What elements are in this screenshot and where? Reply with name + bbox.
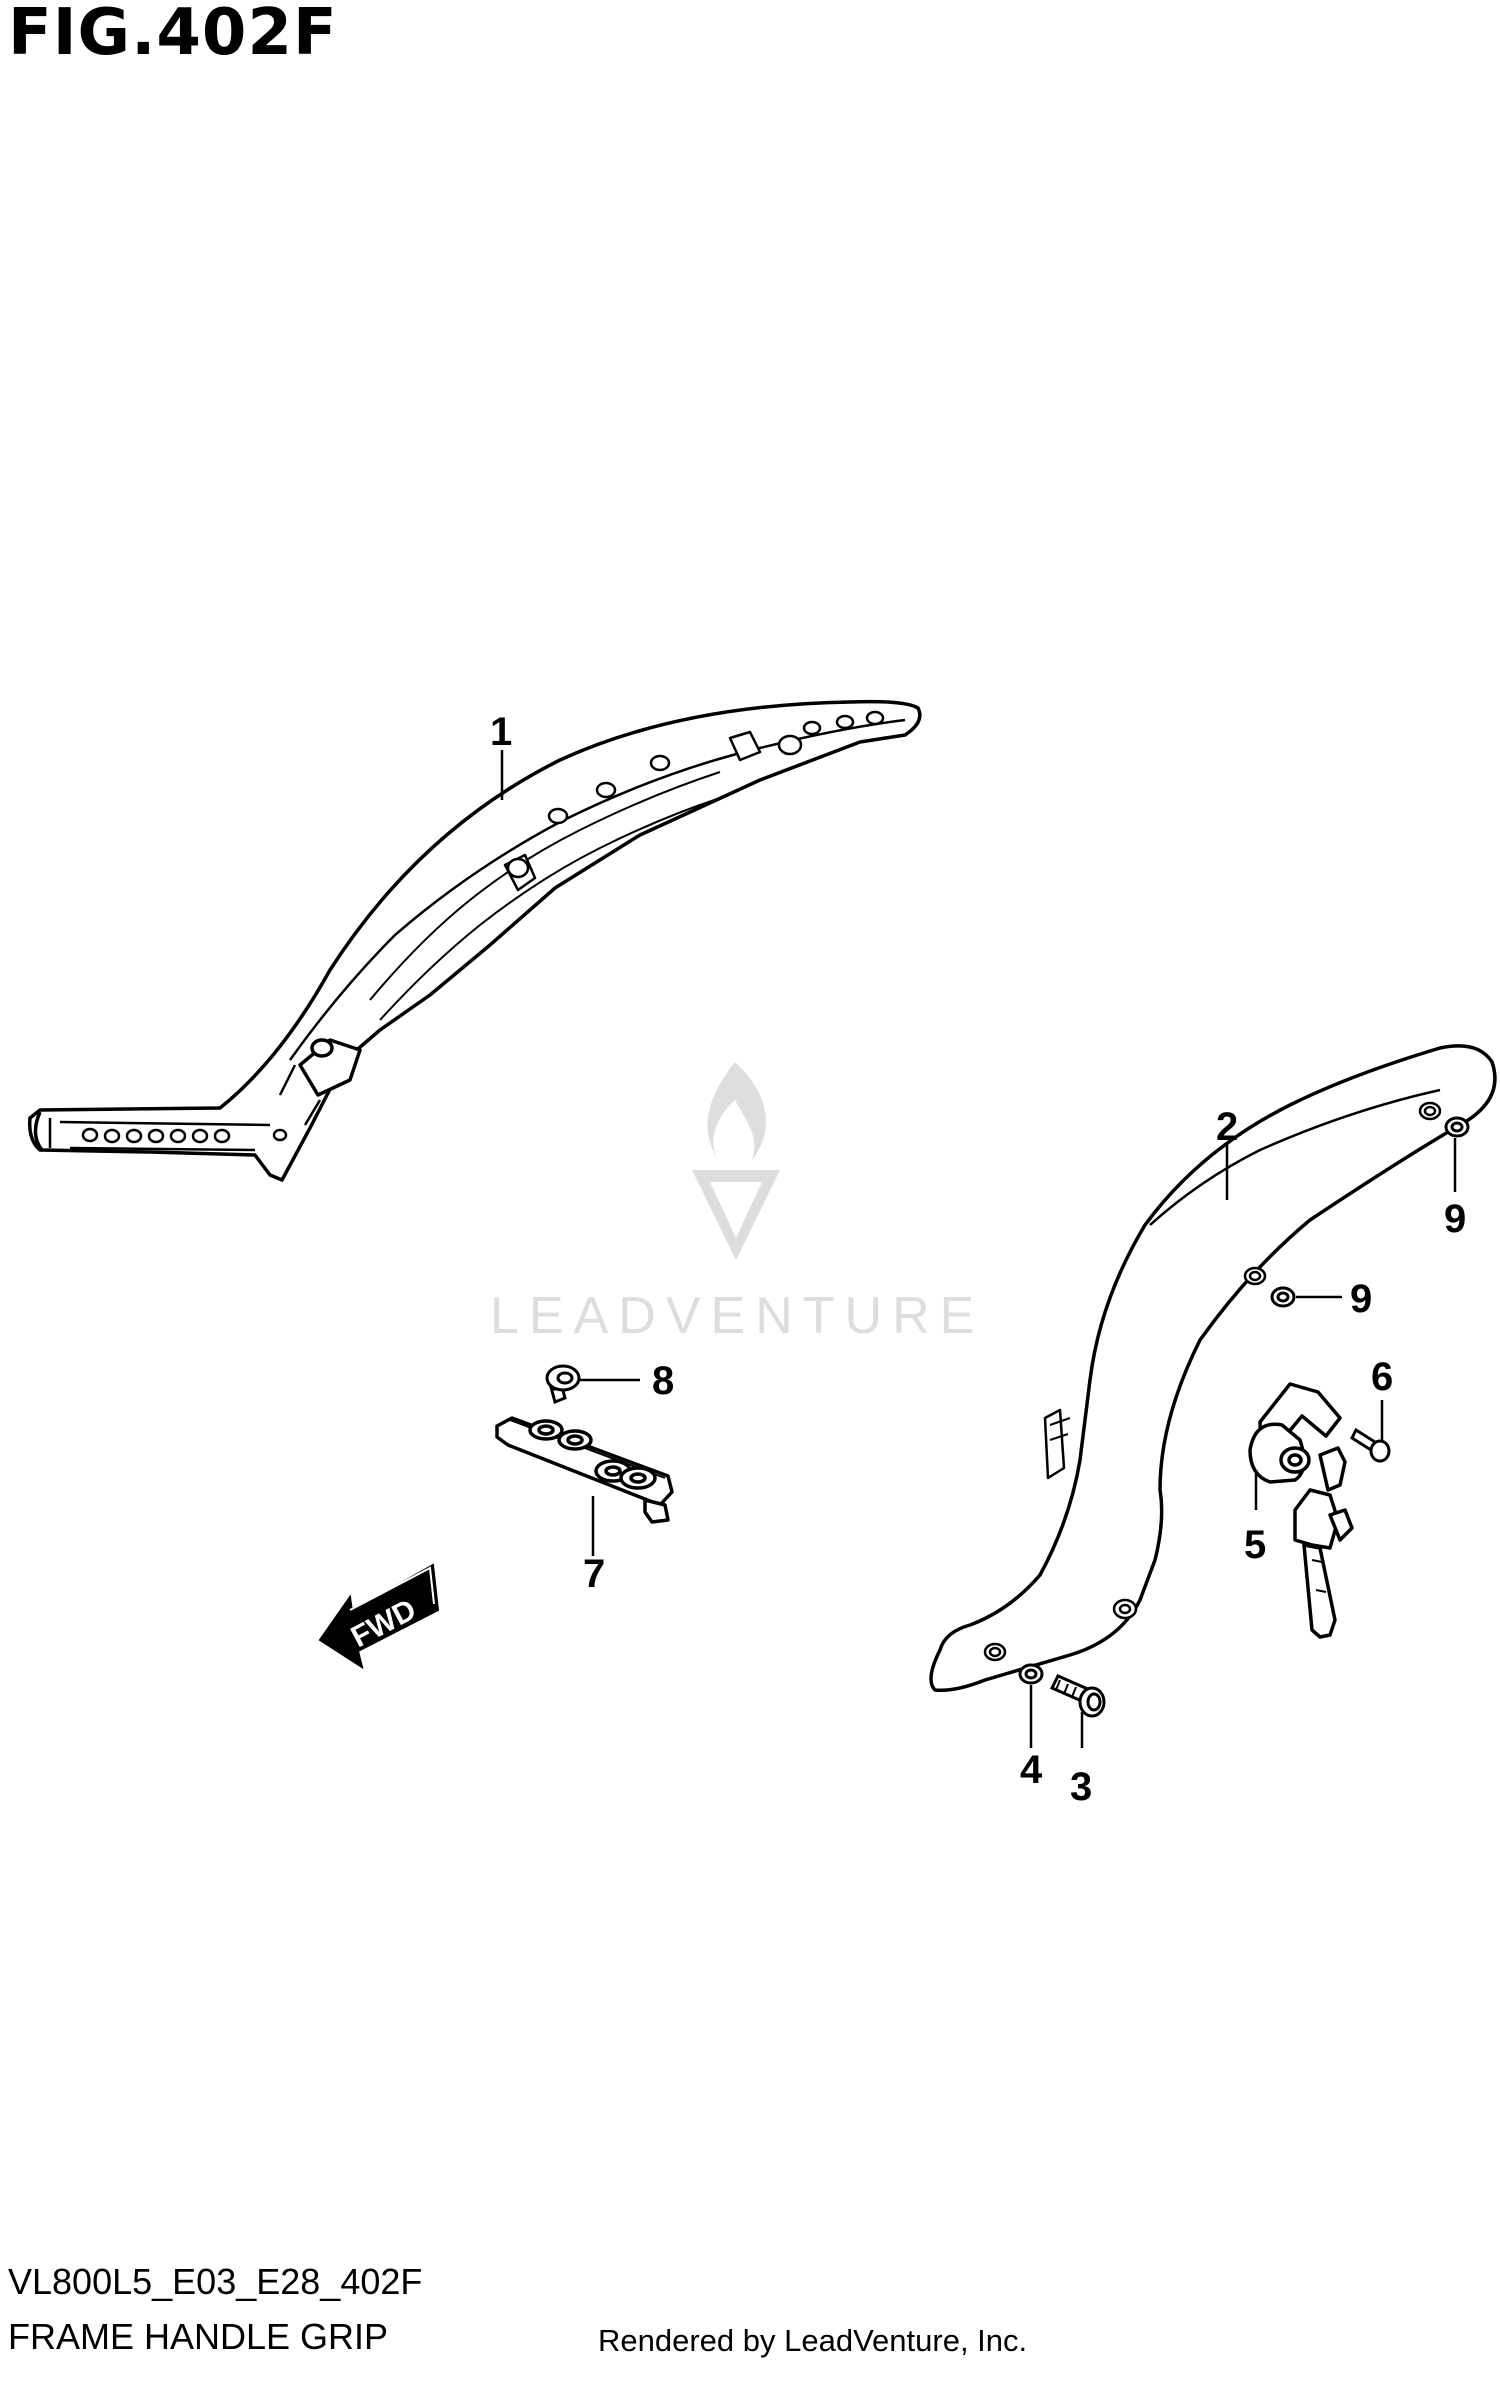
part-3-bolt <box>1049 1674 1106 1718</box>
arrow-left-icon <box>318 1563 440 1670</box>
callout-9-upper: 9 <box>1444 1197 1466 1241</box>
part-8-screw <box>545 1364 581 1405</box>
watermark-flame-icon <box>707 1062 767 1160</box>
part-2-handle-grip <box>929 1044 1497 1693</box>
part-1-handle-grip <box>27 699 922 1182</box>
callout-2: 2 <box>1216 1105 1238 1149</box>
part-9-washers <box>1270 1116 1470 1308</box>
callout-5: 5 <box>1244 1523 1266 1567</box>
watermark-v-icon <box>692 1170 780 1260</box>
callout-4: 4 <box>1020 1748 1043 1792</box>
callouts: 1 2 3 4 5 6 7 8 9 9 <box>490 710 1466 1809</box>
callout-7: 7 <box>583 1552 605 1596</box>
figure-title: FIG.402F <box>8 0 338 70</box>
leadventure-watermark: LEADVENTURE <box>490 1062 984 1345</box>
part-7-holder-plate <box>495 1416 674 1524</box>
callout-9-lower: 9 <box>1350 1277 1372 1321</box>
part-6-screw <box>1350 1427 1391 1463</box>
callout-6: 6 <box>1371 1355 1393 1399</box>
diagram-name: FRAME HANDLE GRIP <box>8 2316 389 2357</box>
watermark-text: LEADVENTURE <box>490 1287 984 1345</box>
callout-8: 8 <box>652 1359 674 1403</box>
callout-3: 3 <box>1070 1765 1092 1809</box>
render-credit: Rendered by LeadVenture, Inc. <box>598 2323 1028 2358</box>
leader-lines <box>500 750 1457 1748</box>
fwd-direction-arrow: FWD <box>318 1563 440 1670</box>
part-5-helmet-lock <box>1248 1382 1354 1639</box>
diagram-code: VL800L5_E03_E28_402F <box>8 2261 423 2302</box>
part-4-washer <box>1018 1663 1044 1685</box>
callout-1: 1 <box>490 710 512 754</box>
